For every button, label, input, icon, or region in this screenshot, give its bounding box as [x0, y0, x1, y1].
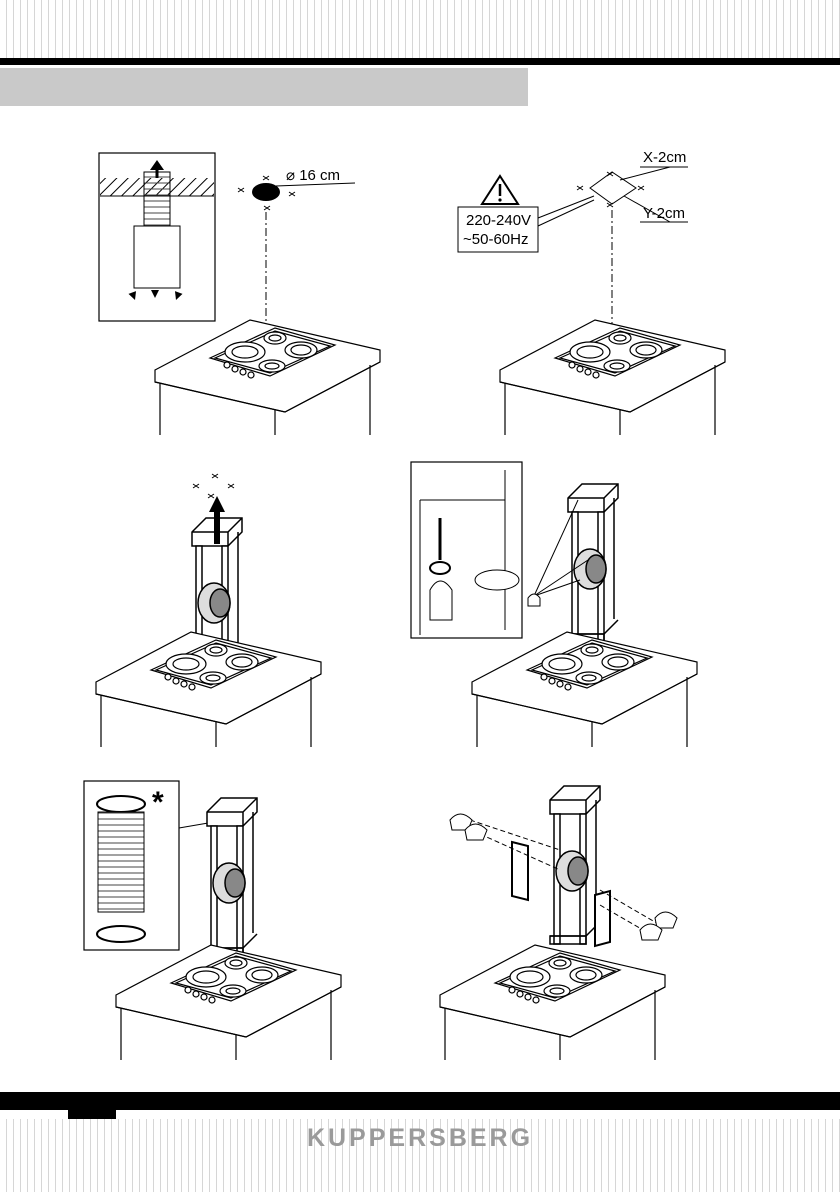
optional-accessory-mark: *	[152, 786, 164, 819]
brand-logo: KUPPERSBERG	[0, 1124, 840, 1153]
screw-fixing-detail	[411, 462, 522, 638]
cooktop-3	[96, 632, 321, 747]
frame-assembled	[568, 484, 618, 642]
footer-rule	[0, 1092, 840, 1110]
flexible-duct-kit-panel: *	[84, 781, 214, 950]
frame-with-duct	[207, 798, 257, 956]
cooktop-2	[500, 320, 725, 435]
voltage-label: 220-240V	[466, 212, 531, 229]
footer-tab	[68, 1110, 116, 1119]
ducting-detail-panel	[99, 153, 215, 321]
x-tolerance-label: X-2cm	[643, 149, 686, 166]
screw-leader-lines	[528, 500, 588, 606]
cooktop-4	[472, 632, 697, 747]
duct-diameter-label: ⌀ 16 cm	[286, 167, 340, 184]
cooktop-5	[116, 945, 341, 1060]
cooktop-6	[440, 945, 665, 1060]
electrical-warning: 220-240V ~50-60Hz	[458, 176, 594, 252]
frequency-label: ~50-60Hz	[463, 231, 528, 248]
y-tolerance-label: Y-2cm	[643, 205, 685, 222]
cooktop-1	[155, 320, 380, 435]
side-panel-mounting	[450, 786, 677, 946]
